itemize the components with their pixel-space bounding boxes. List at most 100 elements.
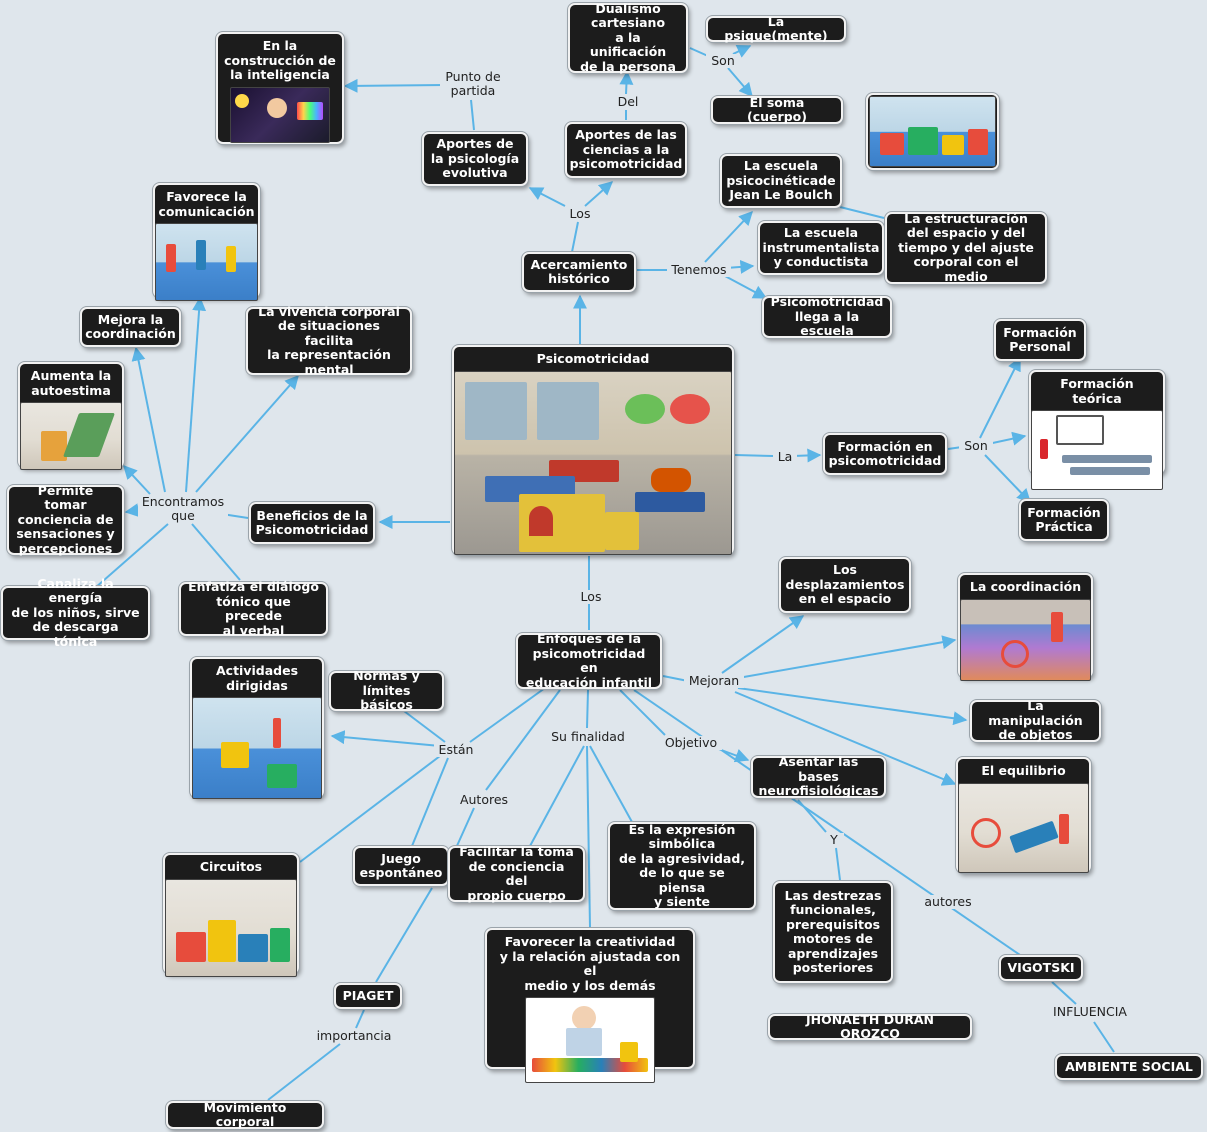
formacion-node[interactable]: Formación en psicomotricidad	[823, 433, 947, 475]
node-label: Formación en psicomotricidad	[828, 438, 942, 468]
edge	[979, 356, 1021, 439]
enfoques-node[interactable]: Enfoques de la psicomotricidad en educac…	[516, 631, 662, 689]
node-label: Aumenta la autoestima	[30, 368, 112, 398]
edge	[704, 210, 753, 263]
link-label-encontramos: Encontramos que	[138, 495, 228, 523]
node-label: JHONAETH DURAN OROZCO	[805, 1011, 935, 1041]
edge	[94, 523, 169, 589]
acercamiento-node[interactable]: Acercamiento histórico	[522, 252, 636, 292]
llega-escuela-node[interactable]: Psicomotricidad llega a la escuela	[762, 294, 892, 339]
normas-node[interactable]: Normas y límites básicos	[329, 669, 444, 712]
edge	[571, 221, 579, 253]
soma-node[interactable]: El soma (cuerpo)	[711, 95, 843, 124]
kids-activities-image	[192, 697, 322, 799]
link-label-su-finalidad: Su finalidad	[546, 730, 630, 744]
canaliza-node[interactable]: Canaliza la energía de los niños, sirve …	[1, 576, 150, 648]
edge	[131, 346, 166, 493]
beneficios-node[interactable]: Beneficios de la Psicomotricidad	[249, 502, 375, 544]
node-label: La coordinación	[969, 579, 1082, 594]
edge	[470, 99, 475, 131]
node-label: Es la expresión simbólica de la agresivi…	[618, 821, 746, 909]
desplazamientos-node[interactable]: Los desplazamientos en el espacio	[779, 557, 911, 613]
aportes-psicologia-node[interactable]: Aportes de la psicología evolutiva	[422, 132, 528, 186]
movimiento-node[interactable]: Movimiento corporal	[166, 1100, 324, 1129]
playroom-photo[interactable]	[866, 93, 999, 170]
link-label-estan: Están	[434, 743, 478, 757]
node-label: Psicomotricidad	[536, 351, 650, 366]
link-label-mejoran: Mejoran	[684, 674, 744, 688]
vigotski-node[interactable]: VIGOTSKI	[999, 955, 1083, 981]
node-label: Formación Personal	[1003, 324, 1077, 354]
kids-mats-image	[960, 598, 1091, 681]
formacion-teorica-node[interactable]: Formación teórica	[1029, 370, 1165, 490]
manipulacion-node[interactable]: La manipulación de objetos	[970, 699, 1101, 742]
favorecer-creatividad-node[interactable]: Favorecer la creatividad y la relación a…	[485, 928, 695, 1083]
enfatiza-node[interactable]: Enfatiza el diálogo tónico que precede a…	[179, 579, 328, 637]
node-label: Favorecer la creatividad y la relación a…	[499, 934, 681, 993]
link-label-del: Del	[612, 95, 644, 109]
formacion-practica-node[interactable]: Formación Práctica	[1019, 499, 1109, 541]
dualismo-node[interactable]: Dualismo cartesiano a la unificación de …	[568, 0, 688, 74]
link-label-la: La	[773, 450, 797, 464]
edge	[721, 615, 805, 674]
edge	[586, 689, 589, 729]
edge	[528, 187, 566, 207]
node-label: La vivencia corporal de situaciones faci…	[258, 303, 400, 377]
edge	[330, 730, 441, 747]
node-label: La psique(mente)	[724, 13, 828, 43]
equilibrio-node[interactable]: El equilibrio	[956, 757, 1091, 873]
link-label-autores-right: autores	[918, 895, 978, 909]
ambiente-social-node[interactable]: AMBIENTE SOCIAL	[1055, 1054, 1203, 1080]
estructuracion-node[interactable]: La estructuración del espacio y del tiem…	[885, 211, 1047, 284]
psicomotricidad-node[interactable]: Psicomotricidad	[452, 345, 734, 555]
node-label: Formación Práctica	[1027, 504, 1101, 534]
facilitar-node[interactable]: Facilitar la toma de conciencia del prop…	[448, 844, 585, 902]
author-node[interactable]: JHONAETH DURAN OROZCO	[768, 1011, 972, 1041]
link-label-y: Y	[824, 833, 844, 847]
edge	[724, 275, 768, 299]
edge	[375, 887, 433, 983]
piaget-node[interactable]: PIAGET	[334, 983, 402, 1009]
link-label-los-mid: Los	[575, 590, 607, 604]
edge	[619, 70, 634, 95]
escuela-instrumentalista-node[interactable]: La escuela instrumentalista y conductist…	[758, 221, 884, 275]
toddler-blocks-image	[525, 997, 655, 1083]
destrezas-node[interactable]: Las destrezas funcionales, prerequisitos…	[773, 881, 893, 983]
autoestima-node[interactable]: Aumenta la autoestima	[18, 362, 124, 470]
edge	[455, 807, 475, 849]
link-label-tenemos: Tenemos	[667, 263, 731, 277]
node-label: El equilibrio	[981, 763, 1066, 778]
aportes-ciencias-node[interactable]: Aportes de las ciencias a la psicomotric…	[565, 122, 687, 178]
edge	[734, 454, 774, 457]
mejora-coordinacion-node[interactable]: Mejora la coordinación	[80, 307, 181, 347]
coordinacion-node[interactable]: La coordinación	[958, 573, 1093, 681]
edge	[411, 757, 449, 847]
node-label: Beneficios de la Psicomotricidad	[255, 507, 369, 537]
edge	[792, 448, 822, 463]
juego-espontaneo-node[interactable]: Juego espontáneo	[353, 846, 449, 886]
edge	[734, 691, 957, 786]
edge	[343, 78, 446, 93]
psique-node[interactable]: La psique(mente)	[706, 13, 846, 43]
expresion-node[interactable]: Es la expresión simbólica de la agresivi…	[608, 822, 756, 910]
edge	[1093, 1021, 1115, 1053]
favorece-comunicacion-node[interactable]: Favorece la comunicación	[153, 183, 260, 301]
escuela-psicocinetica-node[interactable]: La escuela psicocinéticade Jean Le Boulc…	[720, 154, 842, 208]
construccion-inteligencia-node[interactable]: En la construcción de la inteligencia	[216, 32, 344, 144]
edge	[662, 675, 689, 682]
node-label: Dualismo cartesiano a la unificación de …	[580, 0, 676, 74]
link-label-objetivo: Objetivo	[660, 736, 722, 750]
vivencia-node[interactable]: La vivencia corporal de situaciones faci…	[246, 303, 412, 377]
asentar-node[interactable]: Asentar las bases neurofisiológicas	[751, 755, 886, 798]
circuitos-node[interactable]: Circuitos	[163, 853, 299, 977]
node-label: AMBIENTE SOCIAL	[1065, 1058, 1193, 1074]
edge	[732, 45, 752, 58]
node-label: Psicomotricidad llega a la escuela	[770, 294, 884, 339]
permite-node[interactable]: Permite tomar conciencia de sensaciones …	[7, 483, 124, 555]
link-label-los-top: Los	[564, 207, 596, 221]
actividades-dirigidas-node[interactable]: Actividades dirigidas	[190, 657, 324, 799]
brain-creativity-image	[230, 86, 330, 143]
formacion-personal-node[interactable]: Formación Personal	[994, 319, 1086, 361]
